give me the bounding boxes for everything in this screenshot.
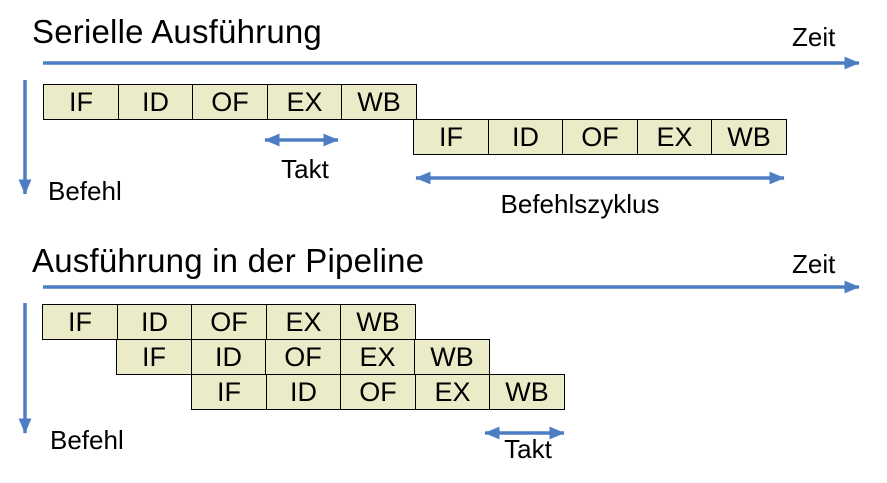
stage-cell-ex: EX — [414, 374, 491, 410]
pipeline-section-title: Ausführung in der Pipeline — [32, 242, 425, 279]
stage-cell-of: OF — [340, 374, 416, 410]
pipeline-instruction-3-row: IF ID OF EX WB — [191, 374, 565, 410]
stage-cell-if: IF — [42, 304, 118, 340]
stage-cell-wb: WB — [340, 304, 416, 340]
stage-cell-id: ID — [116, 304, 193, 340]
serial-section-title: Serielle Ausführung — [32, 13, 322, 50]
stage-cell-ex: EX — [265, 304, 342, 340]
pipeline-instruction-1-row: IF ID OF EX WB — [42, 304, 416, 340]
pipeline-zeit-label: Zeit — [792, 249, 836, 279]
stage-cell-ex: EX — [266, 84, 343, 120]
serial-instruction-1-row: IF ID OF EX WB — [43, 84, 417, 120]
stage-cell-wb: WB — [489, 374, 565, 410]
stage-cell-id: ID — [487, 119, 564, 155]
serial-befehl-label: Befehl — [48, 176, 122, 206]
stage-cell-if: IF — [413, 119, 489, 155]
stage-cell-id: ID — [265, 374, 342, 410]
stage-cell-of: OF — [562, 119, 638, 155]
stage-cell-wb: WB — [414, 339, 490, 375]
stage-cell-of: OF — [265, 339, 341, 375]
pipeline-takt-label: Takt — [504, 434, 552, 464]
stage-cell-of: OF — [192, 84, 268, 120]
stage-cell-id: ID — [190, 339, 267, 375]
stage-cell-if: IF — [116, 339, 192, 375]
stage-cell-wb: WB — [341, 84, 417, 120]
stage-cell-wb: WB — [711, 119, 787, 155]
stage-cell-of: OF — [191, 304, 267, 340]
stage-cell-id: ID — [117, 84, 194, 120]
stage-cell-if: IF — [191, 374, 267, 410]
serial-befehlszyklus-label: Befehlszyklus — [500, 189, 660, 219]
serial-takt-label: Takt — [281, 154, 329, 184]
pipeline-befehl-label: Befehl — [50, 425, 124, 455]
stage-cell-if: IF — [43, 84, 119, 120]
pipeline-instruction-2-row: IF ID OF EX WB — [116, 339, 490, 375]
serial-instruction-2-row: IF ID OF EX WB — [413, 119, 787, 155]
stage-cell-ex: EX — [339, 339, 416, 375]
stage-cell-ex: EX — [636, 119, 713, 155]
serial-zeit-label: Zeit — [792, 22, 836, 52]
